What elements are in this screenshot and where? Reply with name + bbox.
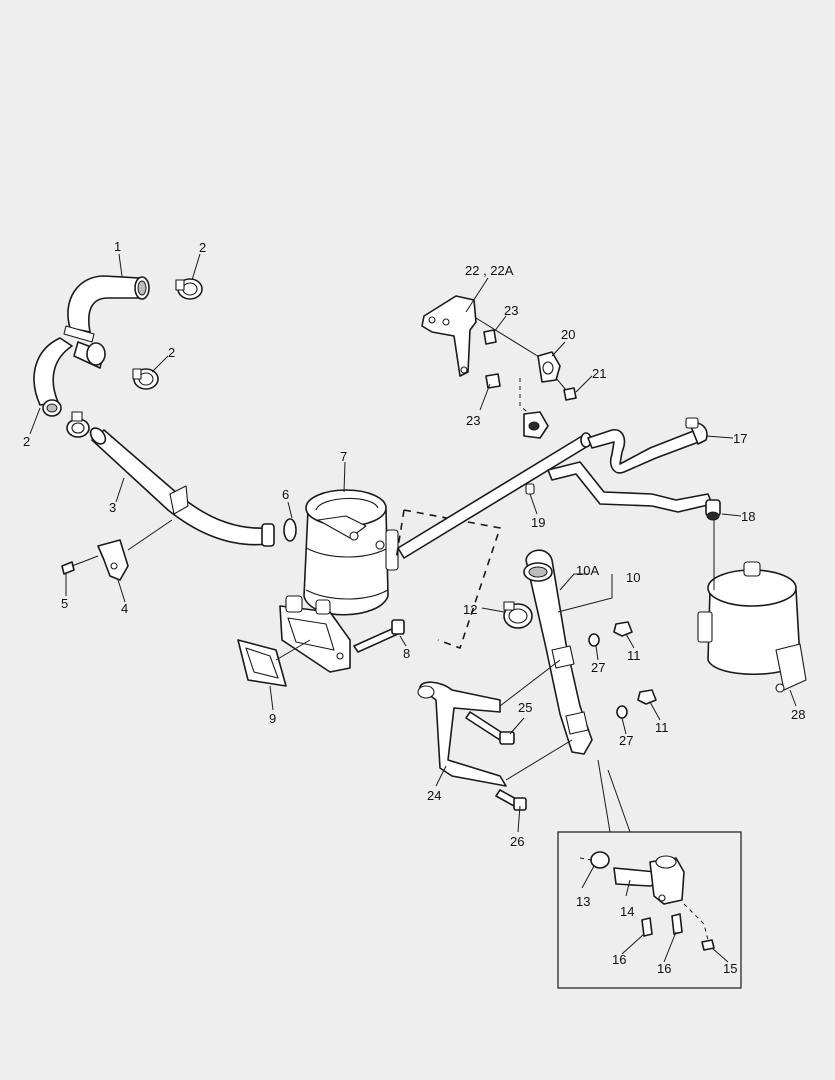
lower-elbow-hose [33,337,106,417]
screw-16a [641,917,653,937]
callout-2-middle: 2 [168,345,175,360]
callout-13: 13 [576,894,590,909]
callout-5: 5 [61,596,68,611]
callout-8: 8 [403,646,410,661]
clamp-20 [537,351,561,383]
callout-16-right: 16 [657,961,671,976]
callout-22-22a: 22 , 22A [465,263,514,278]
callout-9: 9 [269,711,276,726]
nut-15 [701,939,715,951]
callout-17: 17 [733,431,747,446]
pipe-assembly-17 [587,417,708,474]
bolt-26 [495,789,527,811]
pipe-bracket [97,519,173,581]
callout-27-upper: 27 [591,660,605,675]
screw-21 [555,377,577,401]
callout-18: 18 [741,509,755,524]
callout-15: 15 [723,961,737,976]
callout-12: 12 [463,602,477,617]
washer-27-lower [616,705,628,719]
callout-leaders [29,253,797,963]
callout-19: 19 [531,515,545,530]
callout-28: 28 [791,707,805,722]
callout-2-lower: 2 [23,434,30,449]
dashed-bracket-link [519,378,549,439]
callout-10: 10 [626,570,640,585]
callout-1: 1 [114,239,121,254]
callout-27-lower: 27 [619,733,633,748]
mounting-bracket-22 [421,295,545,377]
bolt-8 [353,619,405,653]
o-ring [283,518,297,542]
washer-27-upper [588,633,600,647]
riser-pipe-10 [523,549,593,755]
callout-25: 25 [518,700,532,715]
bolt-25 [465,711,515,745]
bolt-5 [61,555,99,575]
hose-clamp-top [175,278,203,300]
canister-28 [697,520,807,693]
callout-6: 6 [282,487,289,502]
nut-11-lower [637,689,657,705]
callout-3: 3 [109,500,116,515]
callout-labels: 1 2 2 2 3 4 5 6 7 8 9 10 10A 11 11 12 13… [23,239,805,976]
air-cleaner-base [279,595,351,673]
detail-inset [557,759,742,989]
callout-11-upper: 11 [627,648,641,663]
callout-4: 4 [121,601,128,616]
nut-11-upper [613,621,633,637]
hose-clamp-lower [66,411,90,438]
callout-14: 14 [620,904,634,919]
callout-23-lower: 23 [466,413,480,428]
callout-16-left: 16 [612,952,626,967]
callout-26: 26 [510,834,524,849]
gasket [237,639,311,687]
callout-24: 24 [427,788,441,803]
long-intake-pipe [89,427,275,547]
callout-11-lower: 11 [655,720,669,735]
callout-23-upper: 23 [504,303,518,318]
callout-7: 7 [340,449,347,464]
screw-16b [671,913,683,935]
callout-2-top: 2 [199,240,206,255]
callout-21: 21 [592,366,606,381]
hose-clamp-middle [132,368,159,390]
support-bracket-24 [417,659,573,787]
tee-fitting [649,857,685,905]
connecting-tube [397,432,592,559]
callout-20: 20 [561,327,575,342]
air-cleaner-housing [303,489,399,616]
bolt-23-upper [483,329,497,345]
dashed-intake-outline [395,509,502,650]
clamp-13 [590,851,610,869]
callout-10a: 10A [576,563,599,578]
clip-19 [525,483,535,495]
clamp-12 [503,601,533,629]
upper-elbow-hose [63,275,150,343]
bolt-23-lower [485,373,501,389]
lower-pipe-18 [547,461,721,521]
